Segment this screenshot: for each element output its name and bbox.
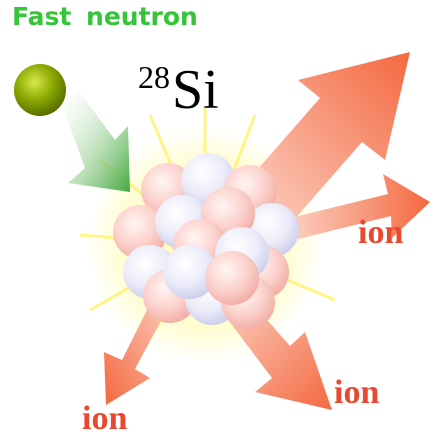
ion-arrow-right [290,174,430,240]
ion-arrow-lower-left [104,292,172,405]
fast-neutron-label: Fast neutron [12,2,198,31]
mass-number: 28 [138,59,170,95]
element-symbol: Si [172,59,219,121]
ion-label-lower-left: ion [82,400,128,436]
ion-label-lower-right: ion [334,374,380,411]
ion-arrow-upper-right [250,52,410,222]
ion-label-right: ion [358,214,404,251]
neutron-arrow [62,90,130,192]
silicon-28-label: 28Si [138,59,219,121]
si28-nucleus [113,153,299,329]
fast-neutron-ball [14,64,66,116]
